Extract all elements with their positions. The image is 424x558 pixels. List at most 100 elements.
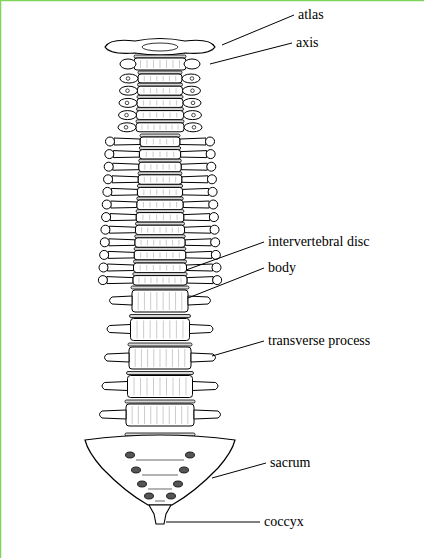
- rib-facet: [99, 263, 108, 272]
- rib-facet: [104, 175, 113, 184]
- leader-line: [188, 268, 264, 298]
- shading-line: [181, 292, 182, 310]
- rib-facet: [102, 200, 111, 209]
- rib-facet: [105, 150, 114, 159]
- shading-line: [166, 378, 167, 396]
- shading-line: [150, 164, 151, 170]
- shading-line: [153, 349, 154, 367]
- shading-line: [144, 406, 145, 424]
- shading-line: [153, 252, 154, 258]
- shading-line: [178, 349, 179, 367]
- shading-line: [141, 240, 142, 246]
- leader-line: [186, 242, 264, 270]
- transverse-process: [107, 325, 131, 334]
- transverse-process: [184, 111, 202, 120]
- transverse-process: [190, 325, 214, 334]
- shading-line: [144, 164, 145, 170]
- shading-line: [170, 215, 171, 221]
- vertebral-body: [129, 347, 191, 369]
- transverse-process: [109, 239, 135, 246]
- transverse-process: [183, 188, 209, 195]
- shading-line: [173, 152, 174, 158]
- intervertebral-disc: [127, 372, 194, 375]
- shading-line: [169, 100, 170, 105]
- intervertebral-disc: [131, 286, 189, 289]
- sacral-foramen: [167, 493, 176, 499]
- shading-line: [132, 406, 133, 424]
- vertebral-body: [136, 213, 184, 223]
- vertebral-body: [138, 175, 182, 185]
- shading-line: [169, 164, 170, 170]
- shading-line: [176, 88, 177, 93]
- foramen: [125, 113, 129, 117]
- shading-line: [147, 349, 148, 367]
- shading-line: [166, 227, 167, 233]
- transverse-process: [119, 111, 137, 120]
- vertebral-body: [137, 98, 183, 107]
- shading-line: [163, 321, 164, 339]
- shading-line: [149, 215, 150, 221]
- sacral-foramen: [180, 467, 189, 473]
- transverse-process: [194, 410, 221, 419]
- shading-line: [156, 177, 157, 183]
- shading-line: [160, 139, 161, 145]
- transverse-process: [193, 382, 219, 391]
- shading-line: [156, 278, 157, 284]
- sacral-ridge: [142, 475, 178, 476]
- vertebral-body: [140, 137, 180, 147]
- shading-line: [166, 152, 167, 158]
- shading-line: [166, 265, 167, 271]
- part-label: transverse process: [268, 333, 370, 349]
- shading-line: [149, 113, 150, 118]
- transverse-process: [111, 201, 137, 208]
- vertebral-body: [134, 58, 186, 70]
- shading-line: [163, 292, 164, 310]
- shading-line: [176, 202, 177, 208]
- rib-facet: [206, 137, 215, 146]
- transverse-process: [107, 277, 133, 284]
- shading-line: [172, 240, 173, 246]
- sacral-ridge: [136, 460, 184, 461]
- shading-line: [176, 321, 177, 339]
- vertebral-body: [133, 276, 187, 286]
- shading-line: [172, 349, 173, 367]
- shading-line: [143, 100, 144, 105]
- vertebral-body: [134, 250, 186, 260]
- transverse-process: [112, 176, 138, 183]
- shading-line: [156, 321, 157, 339]
- vertebral-column: [85, 39, 235, 525]
- foramen: [126, 77, 130, 81]
- sacrum-bone: [85, 435, 235, 505]
- shading-line: [178, 125, 179, 130]
- rib-facet: [102, 213, 111, 222]
- shading-line: [137, 321, 138, 339]
- transverse-process: [113, 163, 139, 170]
- foramen: [191, 101, 195, 105]
- shading-line: [166, 125, 167, 130]
- transverse-process: [110, 214, 136, 221]
- vertebral-body: [132, 290, 188, 312]
- shading-line: [163, 177, 164, 183]
- transverse-process: [111, 188, 137, 195]
- shading-line: [172, 252, 173, 258]
- vertebral-body: [137, 187, 182, 197]
- transverse-process: [183, 201, 209, 208]
- transverse-process: [180, 138, 206, 145]
- rib-facet: [206, 150, 215, 159]
- transverse-process: [184, 214, 210, 221]
- rib-facet: [103, 187, 112, 196]
- intervertebral-disc: [125, 400, 195, 403]
- shading-line: [160, 265, 161, 271]
- shading-line: [146, 152, 147, 158]
- transverse-process: [181, 151, 207, 158]
- foramen: [192, 126, 196, 130]
- part-label: coccyx: [264, 514, 304, 530]
- shading-line: [150, 177, 151, 183]
- shading-line: [150, 321, 151, 339]
- sacral-foramen: [138, 481, 147, 487]
- foramen: [125, 101, 129, 105]
- transverse-process: [181, 163, 207, 170]
- shading-line: [146, 265, 147, 271]
- rib-facet: [98, 276, 107, 285]
